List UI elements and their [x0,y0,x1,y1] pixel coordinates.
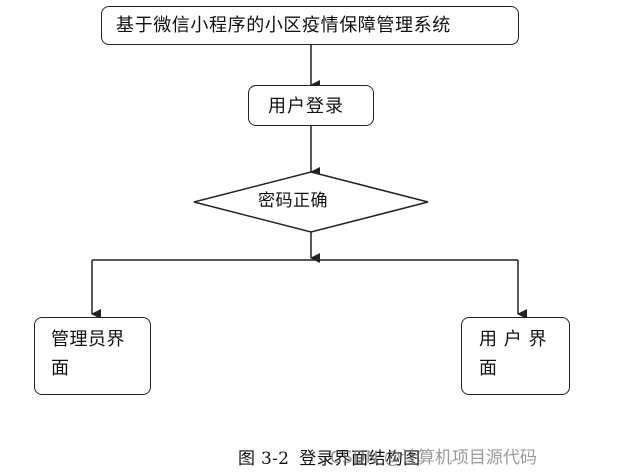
node-user-label: 用 户 界 面 [479,329,547,379]
node-system-label: 基于微信小程序的小区疫情保障管理系统 [116,15,451,36]
figure-number: 图 3-2 [238,449,290,469]
node-admin-label: 管理员界 面 [51,329,125,379]
figure-title: 登录界面结构图 [299,449,421,469]
node-login [248,85,374,126]
node-check-label: 密码正确 [258,191,328,211]
node-login-label: 用户登录 [268,96,344,117]
node-system [101,6,519,45]
node-admin [34,317,151,395]
watermark-text: CSDN @计算机项目源代码 [330,448,537,468]
node-user [461,317,570,395]
figure-caption: 图 3-2 登录界面结构图 [238,444,420,469]
